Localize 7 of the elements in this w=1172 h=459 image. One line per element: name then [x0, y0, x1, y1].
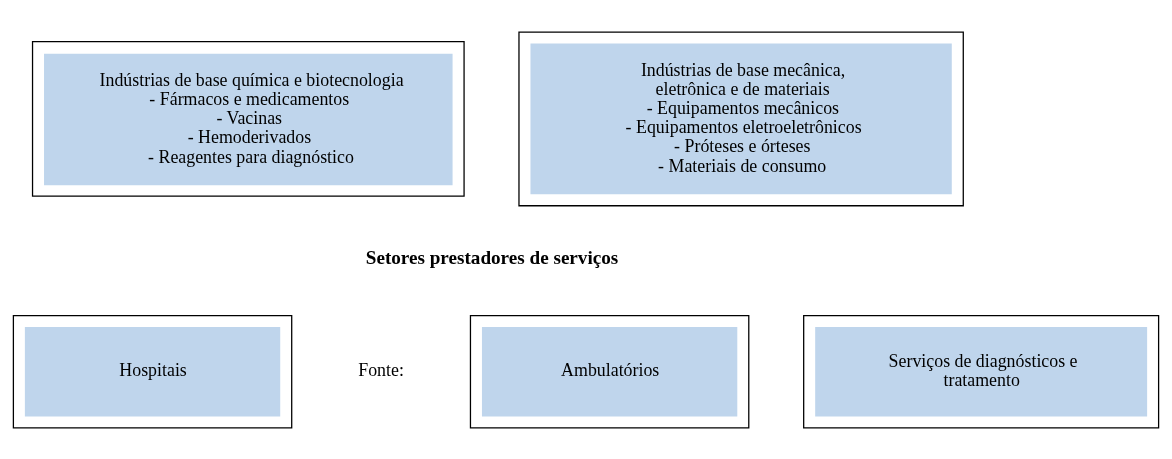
node-box: Ambulatórios — [469, 314, 750, 429]
node-box: Serviços de diagnósticos e tratamento — [803, 314, 1160, 429]
label: Setores prestadores de serviços — [365, 246, 619, 268]
node-box: Indústrias de base mecânica, eletrônica e de materiais - Equipamentos mecânicos - Equipamentos eletroeletrônicos - Próteses e órteses - Materiais de consumo — [518, 30, 964, 206]
node-box: Hospitais — [12, 314, 293, 429]
node-box: Indústrias de base química e biotecnologia - Fármacos e medicamentos - Vacinas - Hemoderivados - Reagentes para diagnóstico — [31, 40, 465, 197]
label: Fonte: — [358, 359, 404, 380]
